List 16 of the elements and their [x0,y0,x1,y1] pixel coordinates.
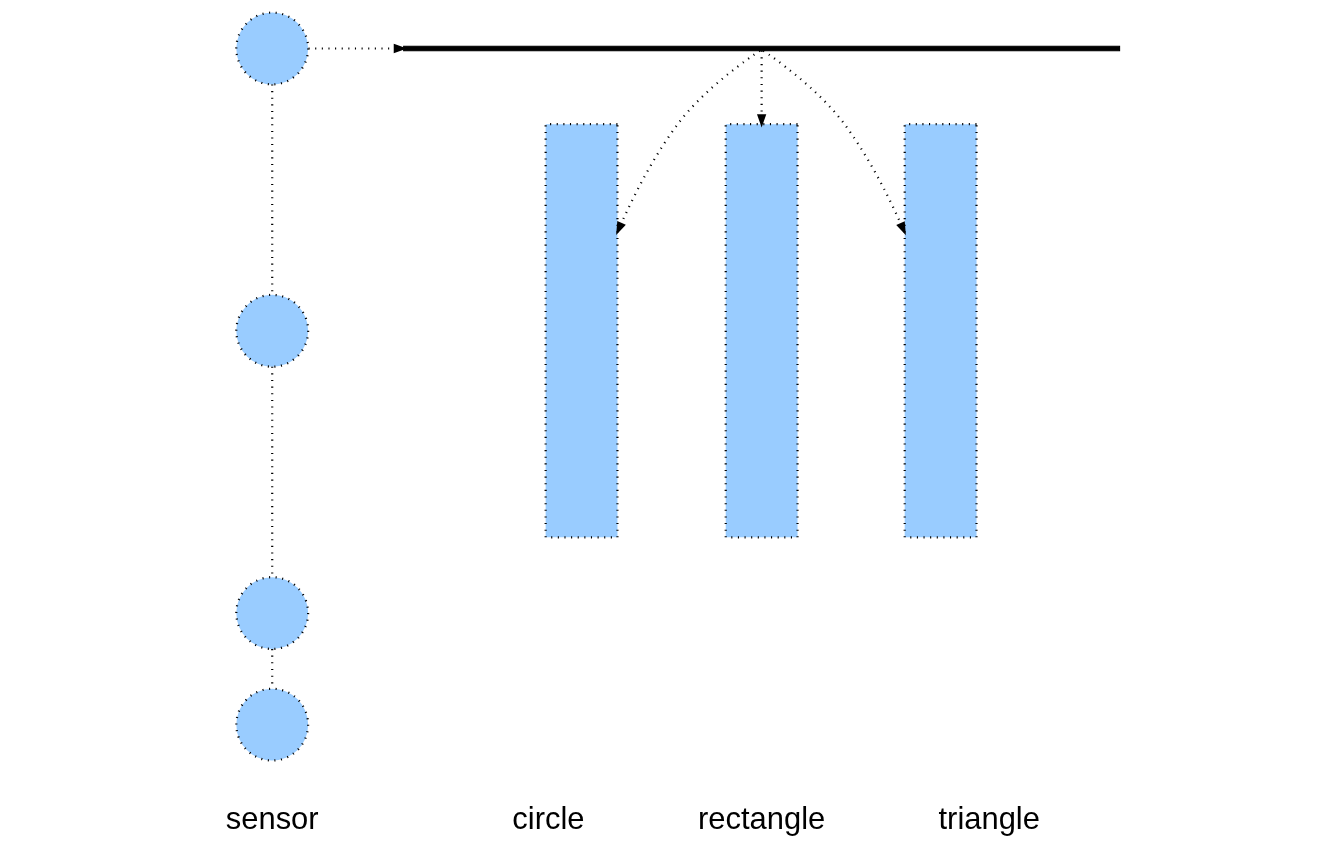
node-box [724,123,799,539]
label: rectangle [697,801,825,837]
node-circle [234,576,309,651]
node-circle [234,687,309,762]
label: sensor [225,801,319,837]
node-box [903,123,978,539]
arrow [756,50,766,128]
arrow [308,43,407,54]
node-circle [234,293,309,368]
label: triangle [938,801,1040,837]
arrow [762,49,906,236]
node-circle [234,11,309,86]
label: circle [511,801,584,837]
node-bar [402,45,1120,52]
arrow [615,49,760,236]
node-box [544,123,619,539]
